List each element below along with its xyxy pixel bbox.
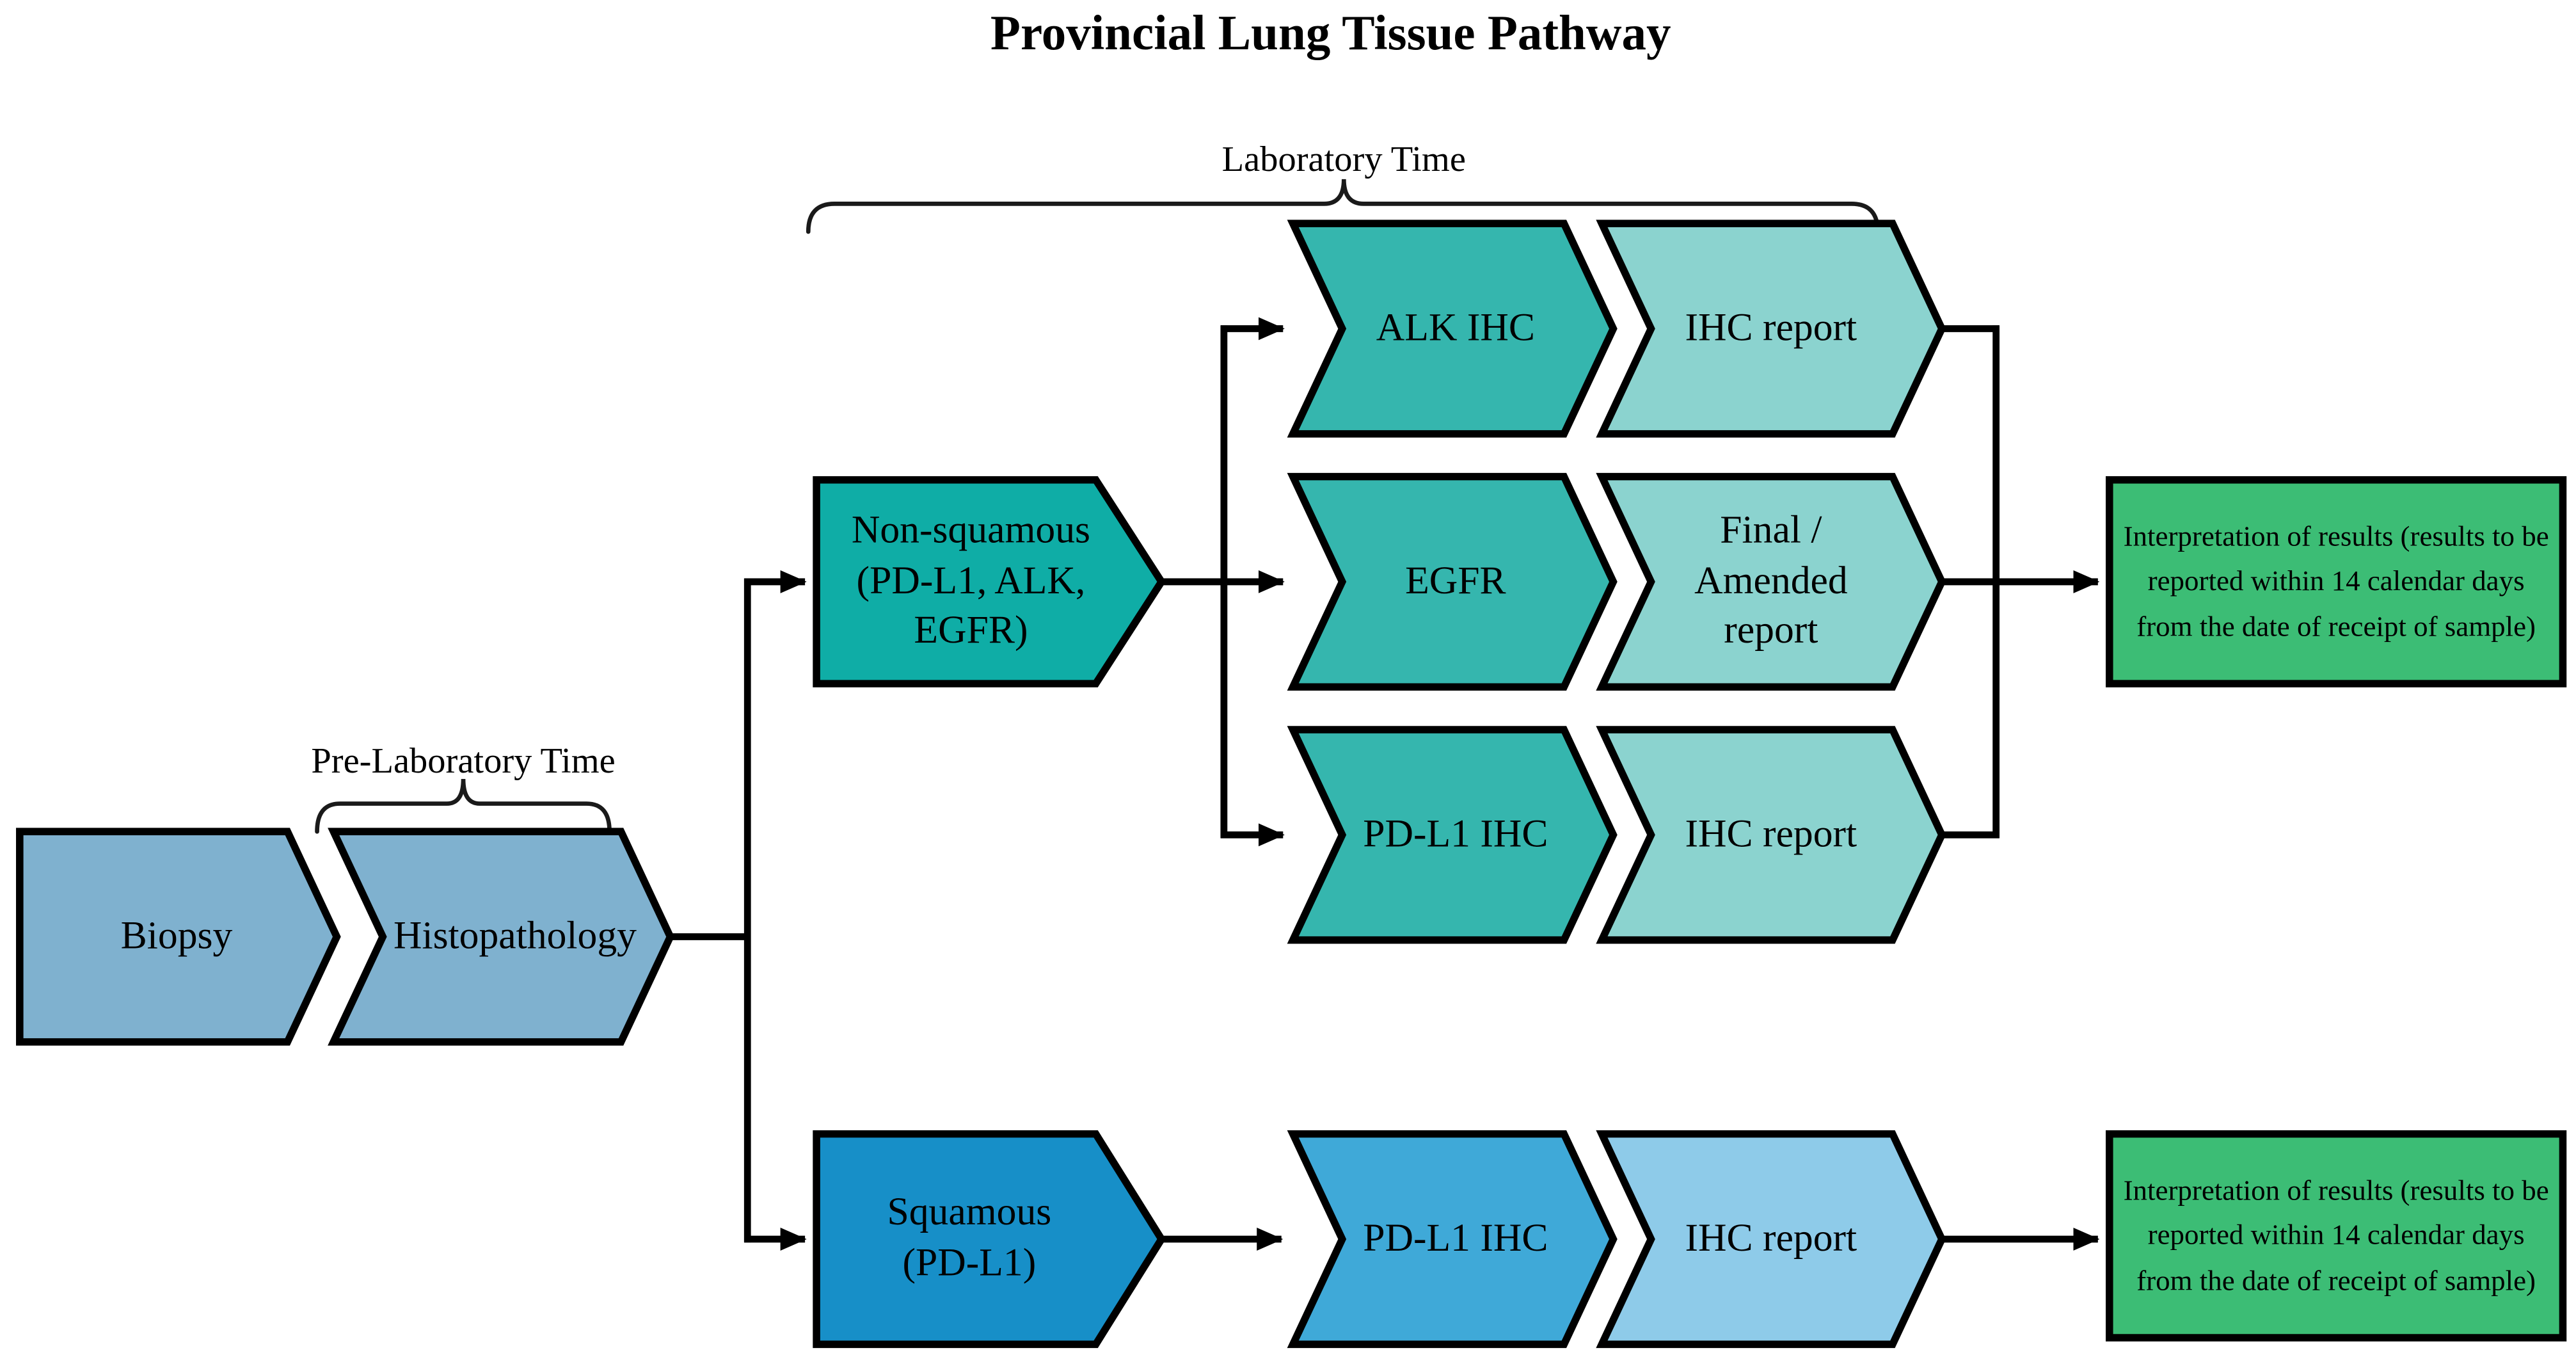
connector-group	[670, 317, 2100, 1251]
interpretation-box-bottom	[2106, 1130, 2567, 1342]
pre-laboratory-time-brace	[315, 778, 612, 834]
biopsy-chevron	[16, 828, 341, 1046]
page-title: Provincial Lung Tissue Pathway	[990, 6, 1671, 61]
squamous-pentagon	[813, 1130, 1166, 1349]
pdl1-ihc-squamous-chevron	[1287, 1130, 1618, 1349]
ihc-report-squamous-chevron	[1596, 1130, 1946, 1349]
alk-ihc-chevron	[1287, 220, 1618, 438]
histopathology-chevron	[328, 828, 674, 1046]
interpretation-box-top	[2106, 476, 2567, 687]
egfr-chevron	[1287, 472, 1618, 691]
laboratory-time-label: Laboratory Time	[1221, 138, 1466, 179]
pre-laboratory-time-label: Pre-Laboratory Time	[311, 739, 616, 781]
ihc-report-alk-chevron	[1596, 220, 1946, 438]
ihc-report-pdl1-chevron	[1596, 726, 1946, 944]
pdl1-ihc-nonsquamous-chevron	[1287, 726, 1618, 944]
final-amended-report-chevron	[1596, 472, 1946, 691]
laboratory-time-brace	[806, 179, 1880, 234]
non-squamous-pentagon	[813, 476, 1166, 687]
